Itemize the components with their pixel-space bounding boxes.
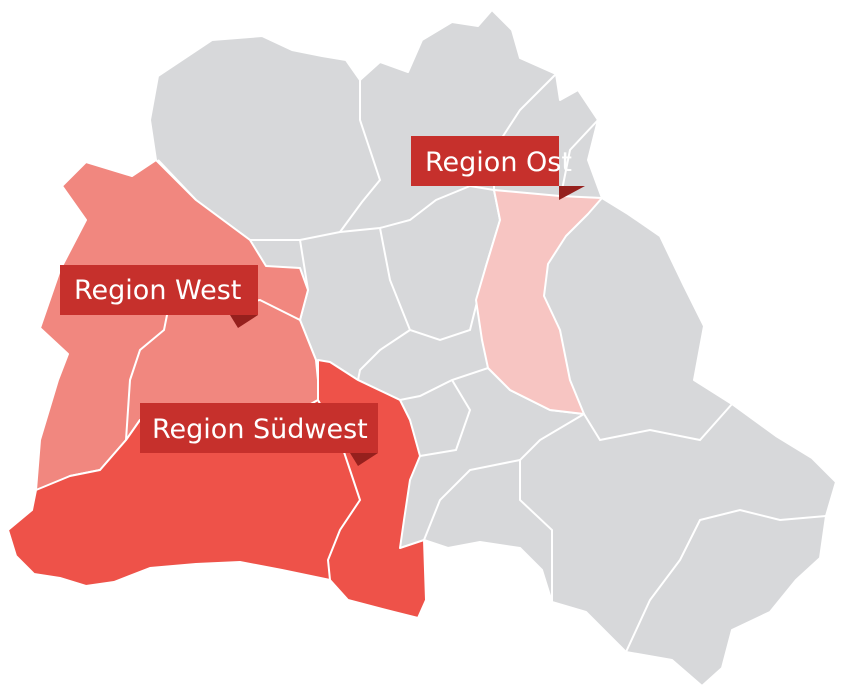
region-suedwest-label-background xyxy=(140,403,378,453)
region-west-label-text: Region West xyxy=(74,275,241,306)
region-west-label-pointer xyxy=(230,315,258,328)
region-suedwest-label: Region Südwest xyxy=(140,403,378,466)
region-suedwest-label-text: Region Südwest xyxy=(152,414,368,445)
region-ost-label-text: Region Ost xyxy=(425,147,572,178)
region-ost-label: Region Ost xyxy=(411,136,585,200)
region-ost-label-background xyxy=(411,136,559,186)
region-ost-label-pointer xyxy=(559,186,585,200)
region-west-label-background xyxy=(60,265,258,315)
region-ost-area xyxy=(475,189,603,415)
region-suedwest-label-pointer xyxy=(350,453,378,466)
region-west-label: Region West xyxy=(60,265,258,328)
